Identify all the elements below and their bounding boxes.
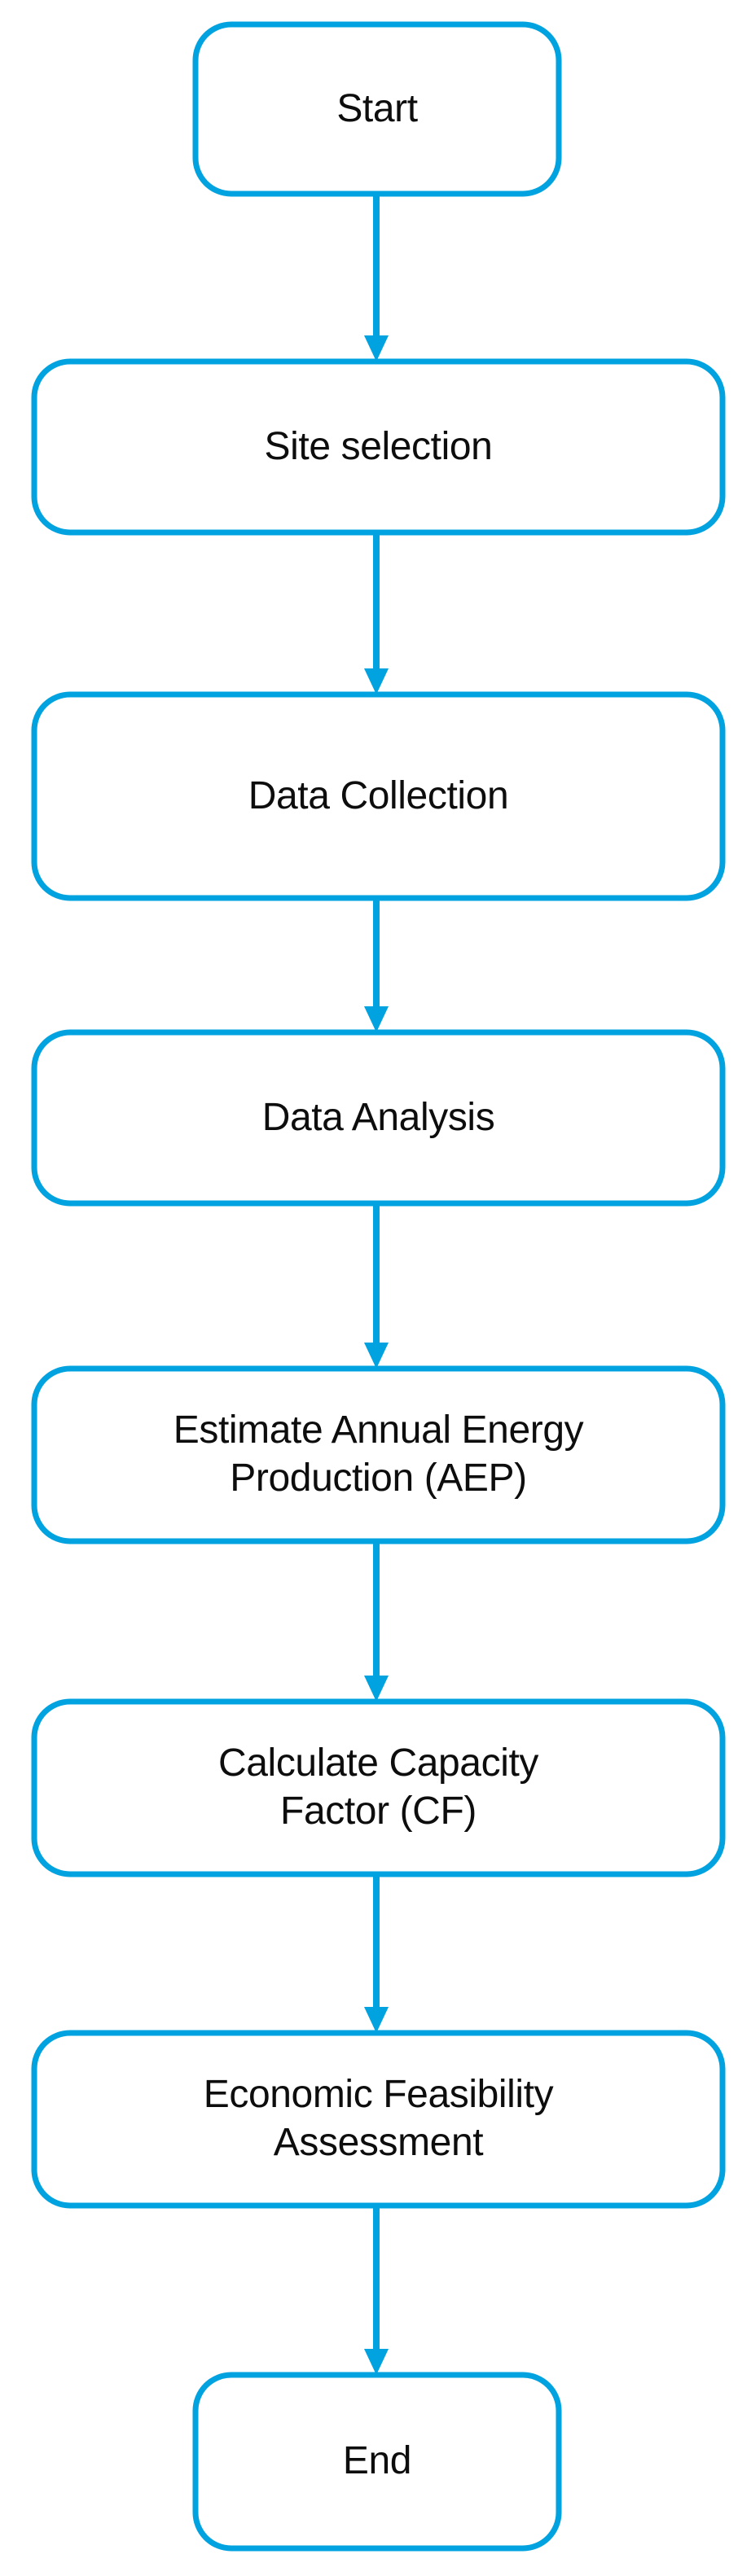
arrow-head-icon xyxy=(364,1676,389,1702)
arrow-head-icon xyxy=(364,2007,389,2033)
connector-calculate-cf-to-economic-feasibility xyxy=(364,1874,389,2033)
connector-estimate-aep-to-calculate-cf xyxy=(364,1541,389,1702)
connector-site-selection-to-data-collection xyxy=(364,532,389,694)
node-shape-data-collection[interactable] xyxy=(31,691,726,901)
node-shape-site-selection[interactable] xyxy=(31,358,726,536)
node-shape-end[interactable] xyxy=(192,2372,562,2552)
connector-economic-feasibility-to-end xyxy=(364,2206,389,2375)
node-shape-data-analysis[interactable] xyxy=(31,1029,726,1207)
arrow-head-icon xyxy=(364,1006,389,1032)
node-shape-estimate-aep[interactable] xyxy=(31,1365,726,1544)
connector-data-collection-to-data-analysis xyxy=(364,898,389,1032)
connector-start-to-site-selection xyxy=(364,194,389,361)
node-shape-start[interactable] xyxy=(192,21,562,197)
arrow-head-icon xyxy=(364,1343,389,1369)
node-shape-calculate-cf[interactable] xyxy=(31,1698,726,1877)
arrow-head-icon xyxy=(364,335,389,361)
connector-data-analysis-to-estimate-aep xyxy=(364,1203,389,1369)
arrow-head-icon xyxy=(364,2349,389,2375)
node-shape-economic-feasibility[interactable] xyxy=(31,2030,726,2209)
arrow-head-icon xyxy=(364,668,389,694)
